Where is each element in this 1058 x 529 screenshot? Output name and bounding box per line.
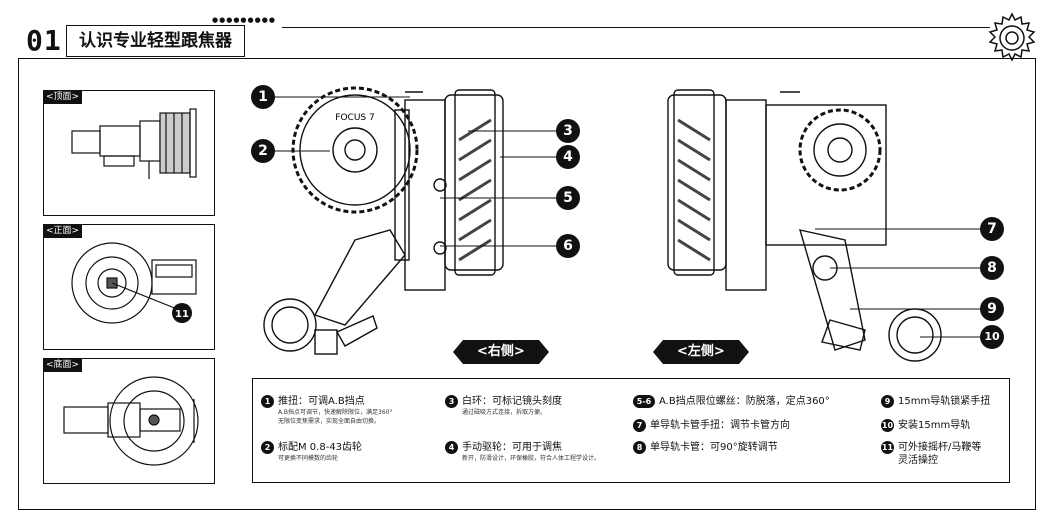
left-side-view-illustration xyxy=(667,89,942,362)
top-view-illustration xyxy=(71,108,197,179)
bottom-view-illustration xyxy=(63,376,199,466)
gear-icon xyxy=(988,12,1036,62)
header-dots-decoration: ●●●●●●●●● xyxy=(212,16,276,24)
callout-7: 7 xyxy=(980,217,1004,241)
right-side-label: <右侧> xyxy=(453,340,549,364)
callout-11-small: 11 xyxy=(175,309,189,320)
section-number: 01 xyxy=(26,24,62,57)
content-frame xyxy=(18,58,1036,510)
callout-2: 2 xyxy=(251,139,275,163)
right-side-view-illustration: FOCUS 7 xyxy=(263,86,504,355)
callout-6: 6 xyxy=(556,234,580,258)
gear-label: FOCUS 7 xyxy=(335,113,374,123)
thumbnail-front-view: <正面> 11 xyxy=(43,224,215,350)
front-view-illustration: 11 xyxy=(71,242,197,324)
thumbnail-bottom-view: <底面> xyxy=(43,358,215,484)
thumbnail-tag: <底面> xyxy=(43,358,83,372)
section-title: 认识专业轻型跟焦器 xyxy=(66,25,245,57)
left-side-label: <左侧> xyxy=(653,340,749,364)
thumbnail-top-view: <顶面> xyxy=(43,90,215,216)
callout-3: 3 xyxy=(556,119,580,143)
thumbnail-tag: <正面> xyxy=(43,224,83,238)
header-divider xyxy=(282,27,990,28)
callout-4: 4 xyxy=(556,145,580,169)
callout-5: 5 xyxy=(556,186,580,210)
callout-8: 8 xyxy=(980,256,1004,280)
callout-10: 10 xyxy=(980,325,1004,349)
callout-9: 9 xyxy=(980,297,1004,321)
thumbnail-tag: <顶面> xyxy=(43,90,83,104)
callout-1: 1 xyxy=(251,85,275,109)
